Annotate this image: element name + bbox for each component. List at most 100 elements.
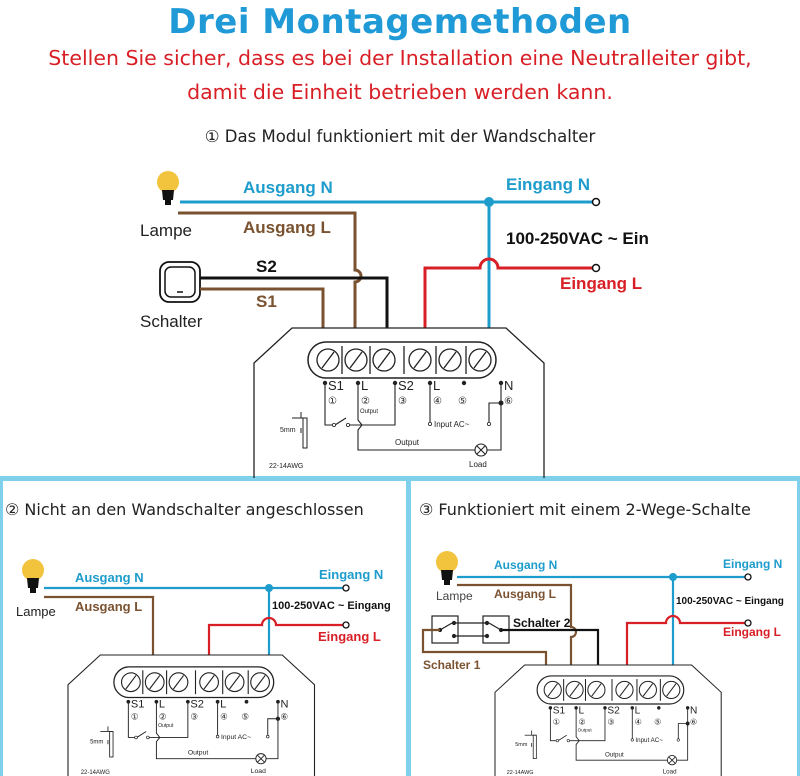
smart-module: S1 L S2 L N ① ② ③ ④ ⑤ ⑥ Output Input AC~… bbox=[494, 664, 722, 776]
terminal-l-input: L bbox=[220, 699, 226, 711]
live-wire bbox=[207, 616, 344, 655]
strip-length-label: 5mm bbox=[280, 427, 296, 434]
terminal-number-5: ⑤ bbox=[241, 712, 249, 722]
voltage-label: 100-250VAC ~ Ein bbox=[506, 229, 649, 248]
input-n-terminal-icon bbox=[744, 573, 752, 581]
terminal-output-note: Output bbox=[158, 723, 174, 729]
output-label: Output bbox=[188, 749, 209, 756]
terminal-number-1: ① bbox=[131, 712, 139, 722]
panel-2-heading: ② Nicht an den Wandschalter angeschlosse… bbox=[5, 500, 364, 519]
terminal-s2: S2 bbox=[398, 378, 414, 393]
terminal-number-4: ④ bbox=[220, 712, 228, 722]
panel-3-heading: ③ Funktioniert mit einem 2-Wege-Schalte bbox=[419, 500, 751, 519]
s2-wire bbox=[200, 276, 389, 328]
panel-3-diagram: Lampe Ausgang N Ausgang L Schalter 2 Sch… bbox=[421, 551, 784, 776]
terminal-number-1: ① bbox=[553, 717, 560, 726]
terminal-output-note: Output bbox=[578, 727, 593, 732]
terminal-n: N bbox=[281, 699, 289, 711]
terminal-number-4: ④ bbox=[635, 717, 642, 726]
terminal-number-5: ⑤ bbox=[654, 717, 661, 726]
page-title: Drei Montagemethoden bbox=[168, 2, 632, 42]
terminal-output-note: Output bbox=[360, 409, 378, 415]
output-l-wire bbox=[44, 595, 155, 655]
neutral-warning-line-1: Stellen Sie sicher, dass es bei der Inst… bbox=[48, 46, 752, 70]
terminal-number-2: ② bbox=[361, 396, 370, 407]
output-n-label: Ausgang N bbox=[243, 178, 333, 197]
s1-wire bbox=[421, 628, 548, 665]
switch-label: Schalter bbox=[140, 312, 203, 331]
input-n-label: Eingang N bbox=[319, 567, 383, 582]
vertical-divider bbox=[406, 476, 411, 776]
output-label: Output bbox=[605, 751, 624, 758]
s1-wire bbox=[200, 287, 325, 328]
s1-label: S1 bbox=[256, 292, 277, 311]
load-label: Load bbox=[663, 768, 677, 775]
terminal-l-output: L bbox=[159, 699, 165, 711]
lamp-icon bbox=[157, 171, 179, 205]
output-label: Output bbox=[395, 438, 420, 447]
input-l-label: Eingang L bbox=[318, 629, 381, 644]
input-l-terminal-icon bbox=[591, 263, 601, 273]
terminal-l-output: L bbox=[361, 378, 368, 393]
terminal-n: N bbox=[690, 705, 697, 716]
terminal-number-3: ③ bbox=[398, 396, 407, 407]
terminal-number-6: ⑥ bbox=[504, 396, 513, 407]
s2-label: S2 bbox=[256, 257, 277, 276]
input-l-label: Eingang L bbox=[723, 625, 781, 639]
output-n-label: Ausgang N bbox=[494, 558, 557, 572]
load-label: Load bbox=[251, 768, 266, 775]
terminal-number-3: ③ bbox=[607, 717, 614, 726]
output-l-wire bbox=[457, 583, 578, 665]
strip-length-label: 5mm bbox=[90, 739, 103, 745]
wire-gauge-label: 22-14AWG bbox=[81, 770, 111, 776]
lamp-label: Lampe bbox=[436, 589, 473, 603]
wall-switch-icon bbox=[159, 261, 201, 303]
terminal-number-6: ⑥ bbox=[281, 712, 289, 722]
strip-length-label: 5mm bbox=[515, 742, 528, 748]
switch-1-label: Schalter 1 bbox=[423, 658, 481, 672]
output-n-label: Ausgang N bbox=[75, 570, 144, 585]
terminal-number-2: ② bbox=[578, 717, 585, 726]
two-way-switch-icon bbox=[431, 615, 510, 644]
terminal-l-input: L bbox=[635, 705, 641, 716]
terminal-number-4: ④ bbox=[433, 396, 442, 407]
terminal-number-5: ⑤ bbox=[458, 396, 467, 407]
switch-2-label: Schalter 2 bbox=[513, 616, 571, 630]
lamp-icon bbox=[22, 559, 44, 593]
s2-wire bbox=[501, 628, 600, 665]
terminal-s1: S1 bbox=[553, 705, 566, 716]
horizontal-divider bbox=[0, 476, 800, 481]
lamp-icon bbox=[436, 551, 458, 585]
input-ac-label: Input AC~ bbox=[221, 734, 251, 741]
input-n-label: Eingang N bbox=[723, 557, 782, 571]
lamp-label: Lampe bbox=[140, 221, 192, 240]
terminal-s2: S2 bbox=[607, 705, 620, 716]
lamp-label: Lampe bbox=[16, 604, 56, 619]
left-border bbox=[0, 476, 3, 776]
terminal-number-1: ① bbox=[328, 396, 337, 407]
live-wire bbox=[625, 614, 746, 665]
wire-gauge-label: 22-14AWG bbox=[507, 770, 534, 776]
voltage-label: 100-250VAC ~ Eingang bbox=[272, 600, 391, 612]
output-l-label: Ausgang L bbox=[243, 218, 331, 237]
terminal-n: N bbox=[504, 378, 513, 393]
smart-module: S1 L S2 L N ① ② ③ ④ ⑤ ⑥ Output Input AC~… bbox=[67, 654, 316, 776]
input-l-terminal-icon bbox=[342, 621, 350, 629]
input-n-label: Eingang N bbox=[506, 175, 590, 194]
terminal-number-2: ② bbox=[159, 712, 167, 722]
output-l-label: Ausgang L bbox=[75, 599, 142, 614]
input-l-terminal-icon bbox=[744, 619, 752, 627]
live-wire bbox=[423, 257, 594, 328]
terminal-s2: S2 bbox=[190, 699, 204, 711]
terminal-s1: S1 bbox=[131, 699, 145, 711]
panel-2-diagram: Lampe Ausgang N Ausgang L Eingang N 100-… bbox=[16, 559, 391, 776]
load-label: Load bbox=[469, 460, 487, 469]
right-border bbox=[797, 476, 800, 776]
smart-module: S1 L S2 L N ① ② ③ ④ ⑤ ⑥ Output Input AC~… bbox=[253, 327, 545, 479]
wire-gauge-label: 22-14AWG bbox=[269, 463, 303, 470]
input-n-terminal-icon bbox=[591, 197, 601, 207]
panel-1-diagram: Lampe Schalter Ausgang N Ausgang L S2 S1… bbox=[140, 171, 649, 479]
output-l-label: Ausgang L bbox=[494, 587, 556, 601]
terminal-l-output: L bbox=[578, 705, 584, 716]
